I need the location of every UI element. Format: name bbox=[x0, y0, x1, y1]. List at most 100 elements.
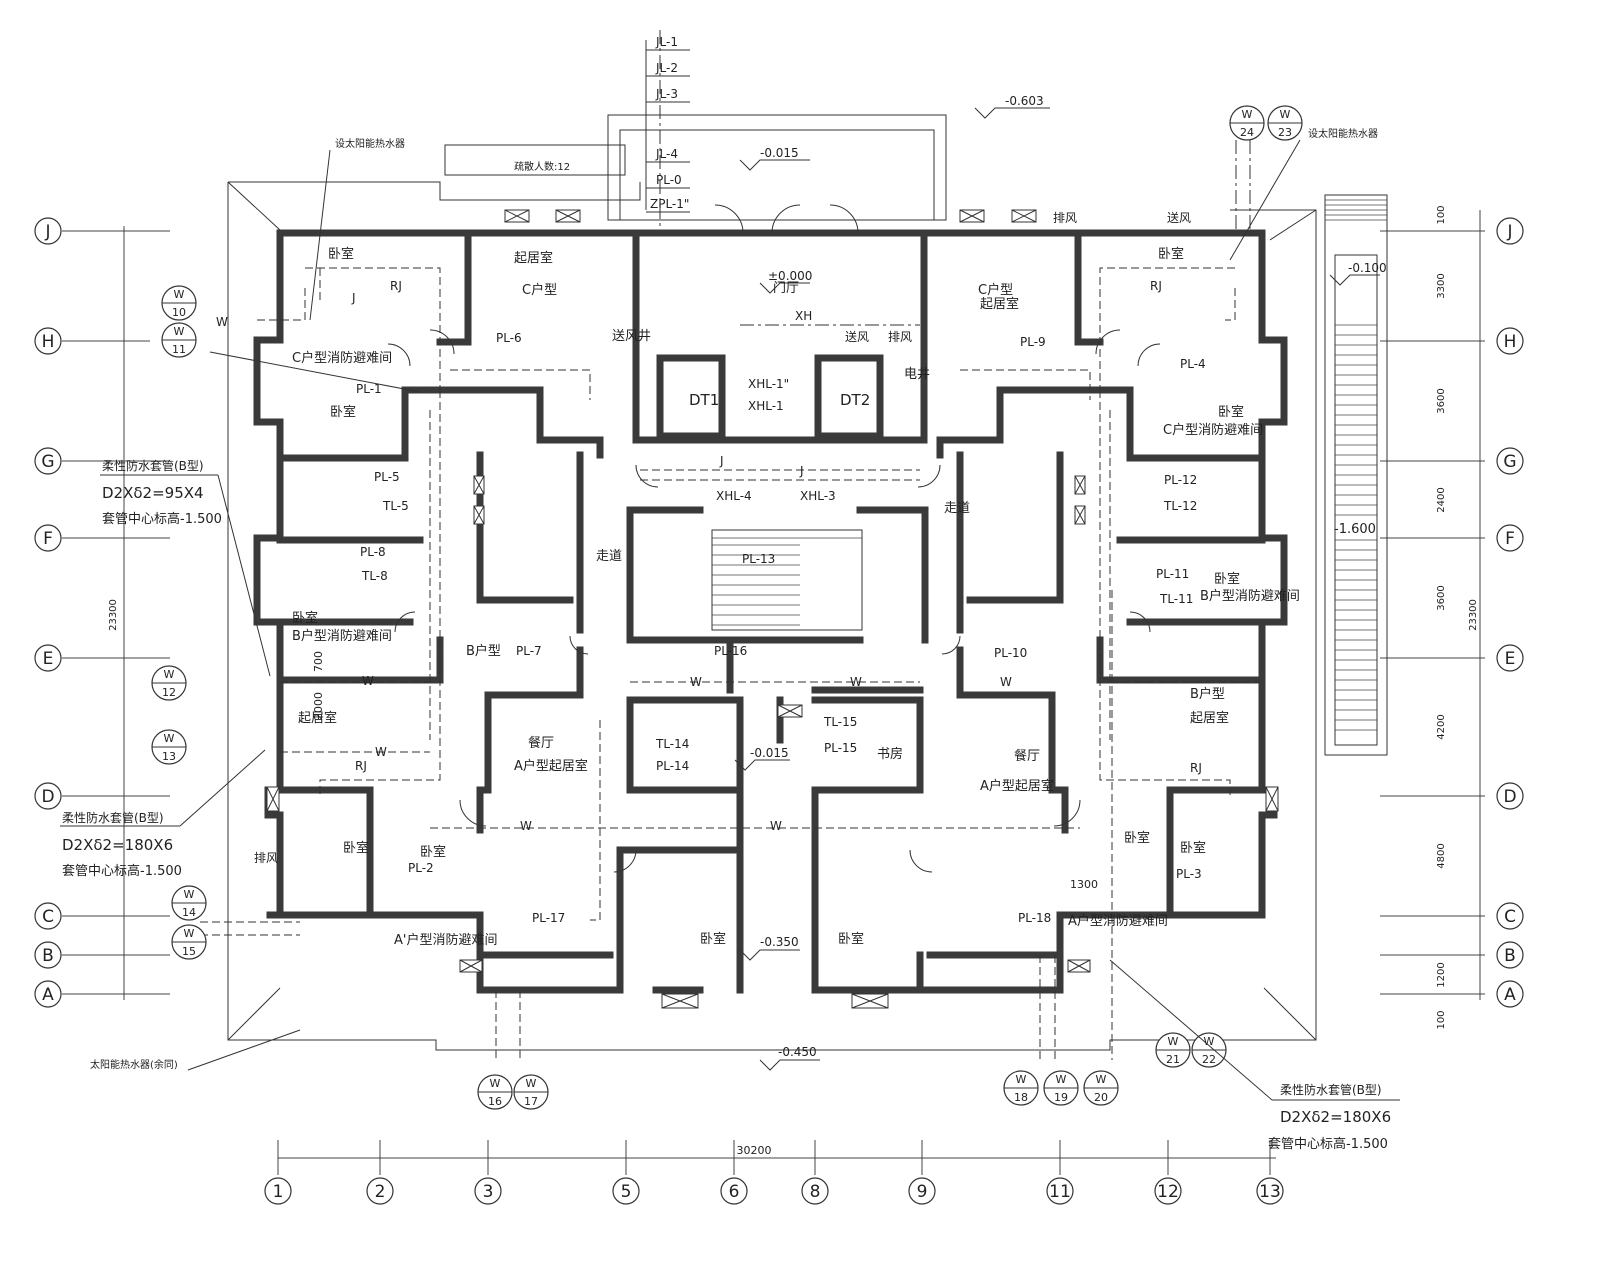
svg-text:PL-0: PL-0 bbox=[656, 173, 682, 187]
svg-text:JL-4: JL-4 bbox=[655, 147, 678, 161]
svg-text:XHL-1": XHL-1" bbox=[748, 377, 789, 391]
row-label-g: G bbox=[41, 452, 54, 472]
total-width: 30200 bbox=[737, 1144, 772, 1157]
row-labels-left: J H G F E D C B A bbox=[34, 217, 62, 1008]
svg-text:排风: 排风 bbox=[888, 330, 912, 344]
svg-text:13: 13 bbox=[162, 750, 176, 763]
vent-boxes bbox=[266, 209, 1279, 1009]
svg-text:卧室: 卧室 bbox=[1180, 840, 1206, 856]
svg-text:卧室: 卧室 bbox=[292, 610, 318, 626]
svg-text:W: W bbox=[1096, 1073, 1107, 1086]
svg-text:卧室: 卧室 bbox=[1218, 404, 1244, 420]
svg-text:E: E bbox=[1505, 649, 1516, 669]
walls bbox=[253, 229, 1288, 994]
svg-text:W: W bbox=[1242, 108, 1253, 121]
svg-text:W: W bbox=[690, 675, 702, 689]
svg-text:RJ: RJ bbox=[1150, 279, 1162, 293]
svg-text:100: 100 bbox=[1436, 205, 1447, 224]
svg-text:-0.350: -0.350 bbox=[760, 935, 799, 949]
outlet-w15: W15 bbox=[171, 924, 207, 960]
column-labels: 1 2 3 5 6 8 9 11 12 13 bbox=[264, 1177, 1284, 1205]
svg-text:PL-3: PL-3 bbox=[1176, 867, 1202, 881]
interior-stair bbox=[711, 529, 863, 631]
svg-text:W: W bbox=[770, 819, 782, 833]
svg-text:W: W bbox=[520, 819, 532, 833]
svg-text:起居室: 起居室 bbox=[298, 710, 337, 726]
outlet-w21: W21 bbox=[1155, 1032, 1191, 1068]
outlet-w12: W12 bbox=[151, 665, 187, 701]
svg-text:餐厅: 餐厅 bbox=[1014, 748, 1040, 764]
svg-text:RJ: RJ bbox=[390, 279, 402, 293]
svg-text:24: 24 bbox=[1240, 126, 1254, 139]
svg-text:RJ: RJ bbox=[355, 759, 367, 773]
svg-text:B户型消防避难间: B户型消防避难间 bbox=[1200, 588, 1300, 604]
svg-text:PL-2: PL-2 bbox=[408, 861, 434, 875]
row-label-h: H bbox=[42, 332, 55, 352]
svg-text:W: W bbox=[375, 745, 387, 759]
svg-text:PL-8: PL-8 bbox=[360, 545, 386, 559]
svg-text:A户型起居室: A户型起居室 bbox=[514, 758, 588, 774]
column-axis: 30200 bbox=[277, 1140, 1276, 1175]
svg-text:2400: 2400 bbox=[1436, 487, 1447, 512]
svg-text:700: 700 bbox=[312, 651, 325, 672]
svg-text:J: J bbox=[351, 291, 356, 305]
svg-text:JL-2: JL-2 bbox=[655, 61, 678, 75]
svg-text:起居室: 起居室 bbox=[980, 296, 1019, 312]
svg-text:DT1: DT1 bbox=[689, 391, 719, 409]
svg-text:卧室: 卧室 bbox=[1158, 246, 1184, 262]
row-label-e: E bbox=[43, 649, 54, 669]
outlet-markers: W10 W11 W12 W13 W14 W15 W16 W17 W18 W19 … bbox=[151, 105, 1303, 1110]
svg-text:TL-14: TL-14 bbox=[655, 737, 689, 751]
svg-text:PL-14: PL-14 bbox=[656, 759, 689, 773]
svg-text:A'户型消防避难间: A'户型消防避难间 bbox=[394, 932, 497, 948]
svg-text:19: 19 bbox=[1054, 1091, 1068, 1104]
svg-text:TL-11: TL-11 bbox=[1159, 592, 1193, 606]
svg-text:3300: 3300 bbox=[1436, 273, 1447, 298]
svg-text:门厅: 门厅 bbox=[773, 281, 799, 296]
svg-text:100: 100 bbox=[1436, 1010, 1447, 1029]
svg-text:W: W bbox=[184, 927, 195, 940]
svg-text:疏散人数:12: 疏散人数:12 bbox=[514, 160, 570, 173]
svg-text:3600: 3600 bbox=[1436, 388, 1447, 413]
svg-text:W: W bbox=[164, 668, 175, 681]
svg-text:走道: 走道 bbox=[596, 549, 622, 564]
svg-text:PL-10: PL-10 bbox=[994, 646, 1027, 660]
outlet-w13: W13 bbox=[151, 729, 187, 765]
svg-text:2: 2 bbox=[375, 1182, 386, 1202]
roof-outline bbox=[227, 114, 1317, 1051]
svg-text:送风井: 送风井 bbox=[612, 329, 651, 344]
svg-text:D: D bbox=[1503, 787, 1516, 807]
svg-text:B: B bbox=[1504, 946, 1516, 966]
outlet-w20: W20 bbox=[1083, 1070, 1119, 1106]
svg-text:J: J bbox=[1506, 222, 1512, 242]
svg-text:DT2: DT2 bbox=[840, 391, 870, 409]
svg-text:11: 11 bbox=[1049, 1182, 1071, 1202]
notes: 柔性防水套管(B型) D2Xδ2=95X4 套管中心标高-1.500 柔性防水套… bbox=[62, 127, 1391, 1152]
svg-text:G: G bbox=[1503, 452, 1516, 472]
svg-text:W: W bbox=[850, 675, 862, 689]
svg-text:5: 5 bbox=[621, 1182, 632, 1202]
outlet-w24: W 24 bbox=[1229, 105, 1265, 141]
svg-text:3600: 3600 bbox=[1436, 585, 1447, 610]
svg-text:电井: 电井 bbox=[904, 367, 930, 382]
svg-text:-0.100: -0.100 bbox=[1348, 261, 1387, 275]
svg-text:-1.600: -1.600 bbox=[1334, 522, 1376, 537]
svg-text:JL-1: JL-1 bbox=[655, 35, 678, 49]
svg-text:18: 18 bbox=[1014, 1091, 1028, 1104]
svg-text:卧室: 卧室 bbox=[700, 931, 726, 947]
svg-text:-0.450: -0.450 bbox=[778, 1045, 817, 1059]
svg-text:PL-15: PL-15 bbox=[824, 741, 857, 755]
svg-text:3: 3 bbox=[483, 1182, 494, 1202]
svg-text:C户型消防避难间: C户型消防避难间 bbox=[1163, 422, 1263, 438]
row-label-d: D bbox=[41, 787, 54, 807]
row-label-c: C bbox=[42, 907, 54, 927]
riser-legend: JL-1 JL-2 JL-3 JL-4 PL-0 ZPL-1" bbox=[645, 35, 690, 213]
svg-text:PL-12: PL-12 bbox=[1164, 473, 1197, 487]
svg-text:卧室: 卧室 bbox=[330, 404, 356, 420]
outlet-w16: W16 bbox=[477, 1074, 513, 1110]
svg-text:ZPL-1": ZPL-1" bbox=[650, 197, 689, 211]
svg-text:PL-13: PL-13 bbox=[742, 552, 775, 566]
outlet-w18: W18 bbox=[1003, 1070, 1039, 1106]
svg-text:8: 8 bbox=[810, 1182, 821, 1202]
